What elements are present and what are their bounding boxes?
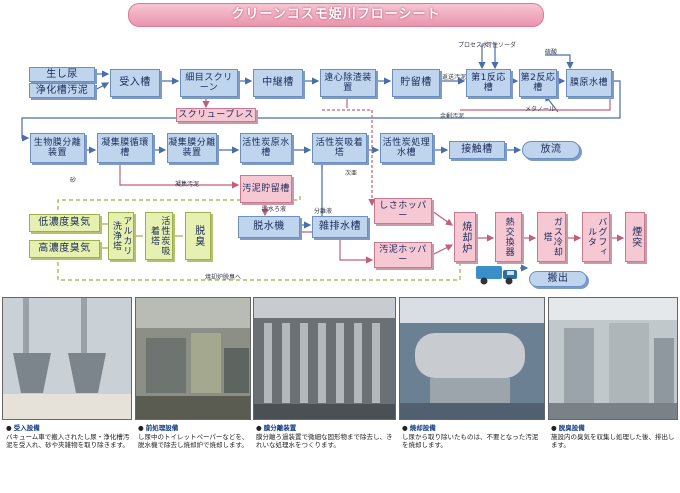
caption-incinerator: ● 焼却設備し尿から取り除いたものは、不要となった汚泥を焼却します。 (402, 424, 539, 449)
box-coag-membrane-separator: 凝集膜分離装置 (167, 133, 217, 163)
photo-incinerator (399, 297, 545, 420)
photo-membrane-separator (253, 297, 396, 420)
box-carbon-adsorption-tower: 活性炭吸着塔 (312, 133, 367, 163)
box-first-reaction-tank: 第1反応槽 (466, 69, 511, 97)
label-reflux: 返送汚泥 (442, 74, 467, 81)
box-coag-membrane-circulation: 凝集膜循環槽 (97, 133, 153, 163)
box-membrane-raw-water-tank: 膜原水槽 (566, 69, 612, 97)
caption-deodorization: ● 脱臭設備施設内の臭気を収集し処理した後、排出します。 (551, 424, 675, 449)
label-methanol: メタノール (525, 106, 555, 113)
label-caustic-soda: 苛性ソーダ (486, 42, 517, 49)
box-sludge-hopper: 汚泥ホッパー (374, 242, 432, 268)
caption-membrane: ● 膜分離装置膜分離ろ過装置で微細な固形物まで除去し、きれいな処理水をつくります… (256, 424, 393, 449)
photo-receiving-equipment (2, 297, 132, 420)
box-carbon-treated-water-tank: 活性炭処理水槽 (380, 133, 433, 163)
label-sand: 砂 (70, 177, 77, 184)
page-title: クリーンコスモ姫川フローシート (128, 3, 544, 27)
flow-lines (21, 44, 625, 281)
box-second-reaction-tank: 第2反応槽 (519, 69, 557, 97)
box-bio-membrane-separator: 生物膜分離装置 (30, 133, 85, 163)
photo-deodorization (548, 297, 678, 420)
box-low-conc-odor: 低濃度臭気 (29, 214, 100, 232)
photo-pretreatment-equipment (135, 297, 251, 420)
box-odor-carbon-tower: 活性炭吸着塔 (145, 212, 173, 260)
truck-icon (476, 266, 517, 285)
label-surplus-sludge: 余剰汚泥 (440, 113, 465, 120)
label-hypochlorite: 次亜 (345, 170, 358, 177)
box-carry-out: 搬出 (529, 271, 587, 287)
box-wastewater-tank: 雑排水槽 (312, 216, 368, 238)
box-screenings-hopper: しさホッパー (374, 198, 432, 224)
box-bag-filter: バグフィルタ (582, 212, 610, 262)
box-fine-screen: 細目スクリーン (180, 69, 238, 97)
box-high-conc-odor: 高濃度臭気 (29, 240, 100, 258)
box-storage-tank: 貯留槽 (392, 69, 440, 97)
box-centrifugal-separator: 遠心除渣装置 (320, 69, 376, 97)
label-coag-sludge: 凝集汚泥 (175, 181, 200, 188)
box-raw-night-soil: 生し尿 (29, 67, 95, 82)
box-gas-cooling-tower: ガス冷却塔 (537, 212, 566, 262)
box-screw-press: スクリュープレス (176, 108, 256, 122)
box-septic-sludge: 浄化槽汚泥 (29, 83, 95, 98)
box-receiving-tank: 受入槽 (110, 69, 160, 97)
label-separated-liquid: 分離液 (314, 208, 333, 215)
box-carbon-raw-water-tank: 活性炭原水槽 (240, 133, 292, 163)
box-heat-exchanger: 熱交換器 (495, 212, 522, 262)
label-process-water: プロセス水 (458, 42, 489, 49)
box-relay-tank: 中継槽 (253, 69, 303, 97)
caption-receiving: ● 受入設備バキューム車で搬入されたし尿・浄化槽汚泥を受入れ、砂や夾雑物を取り除… (6, 424, 130, 449)
box-chimney: 煙突 (625, 212, 645, 262)
box-alkali-scrubber: アルカリ洗浄塔 (108, 212, 134, 260)
box-incinerator: 焼却炉 (454, 212, 476, 262)
label-odor-to-incinerator: 焼却炉脱臭へ (205, 274, 242, 281)
box-contact-tank: 接触槽 (449, 141, 505, 159)
box-discharge: 放流 (522, 141, 580, 159)
label-sulfuric-acid: 硫酸 (545, 49, 558, 56)
box-deodorized: 脱臭 (185, 212, 211, 260)
box-sludge-storage-tank: 汚泥貯留槽 (240, 175, 292, 203)
label-filtrate: 脱水ろ液 (262, 206, 287, 213)
caption-pretreatment: ● 前処理設備し尿中のトイレットペーパーなどを、脱水機で除去し焼却炉で焼却します… (138, 424, 249, 449)
box-dehydrator: 脱水機 (238, 216, 300, 238)
